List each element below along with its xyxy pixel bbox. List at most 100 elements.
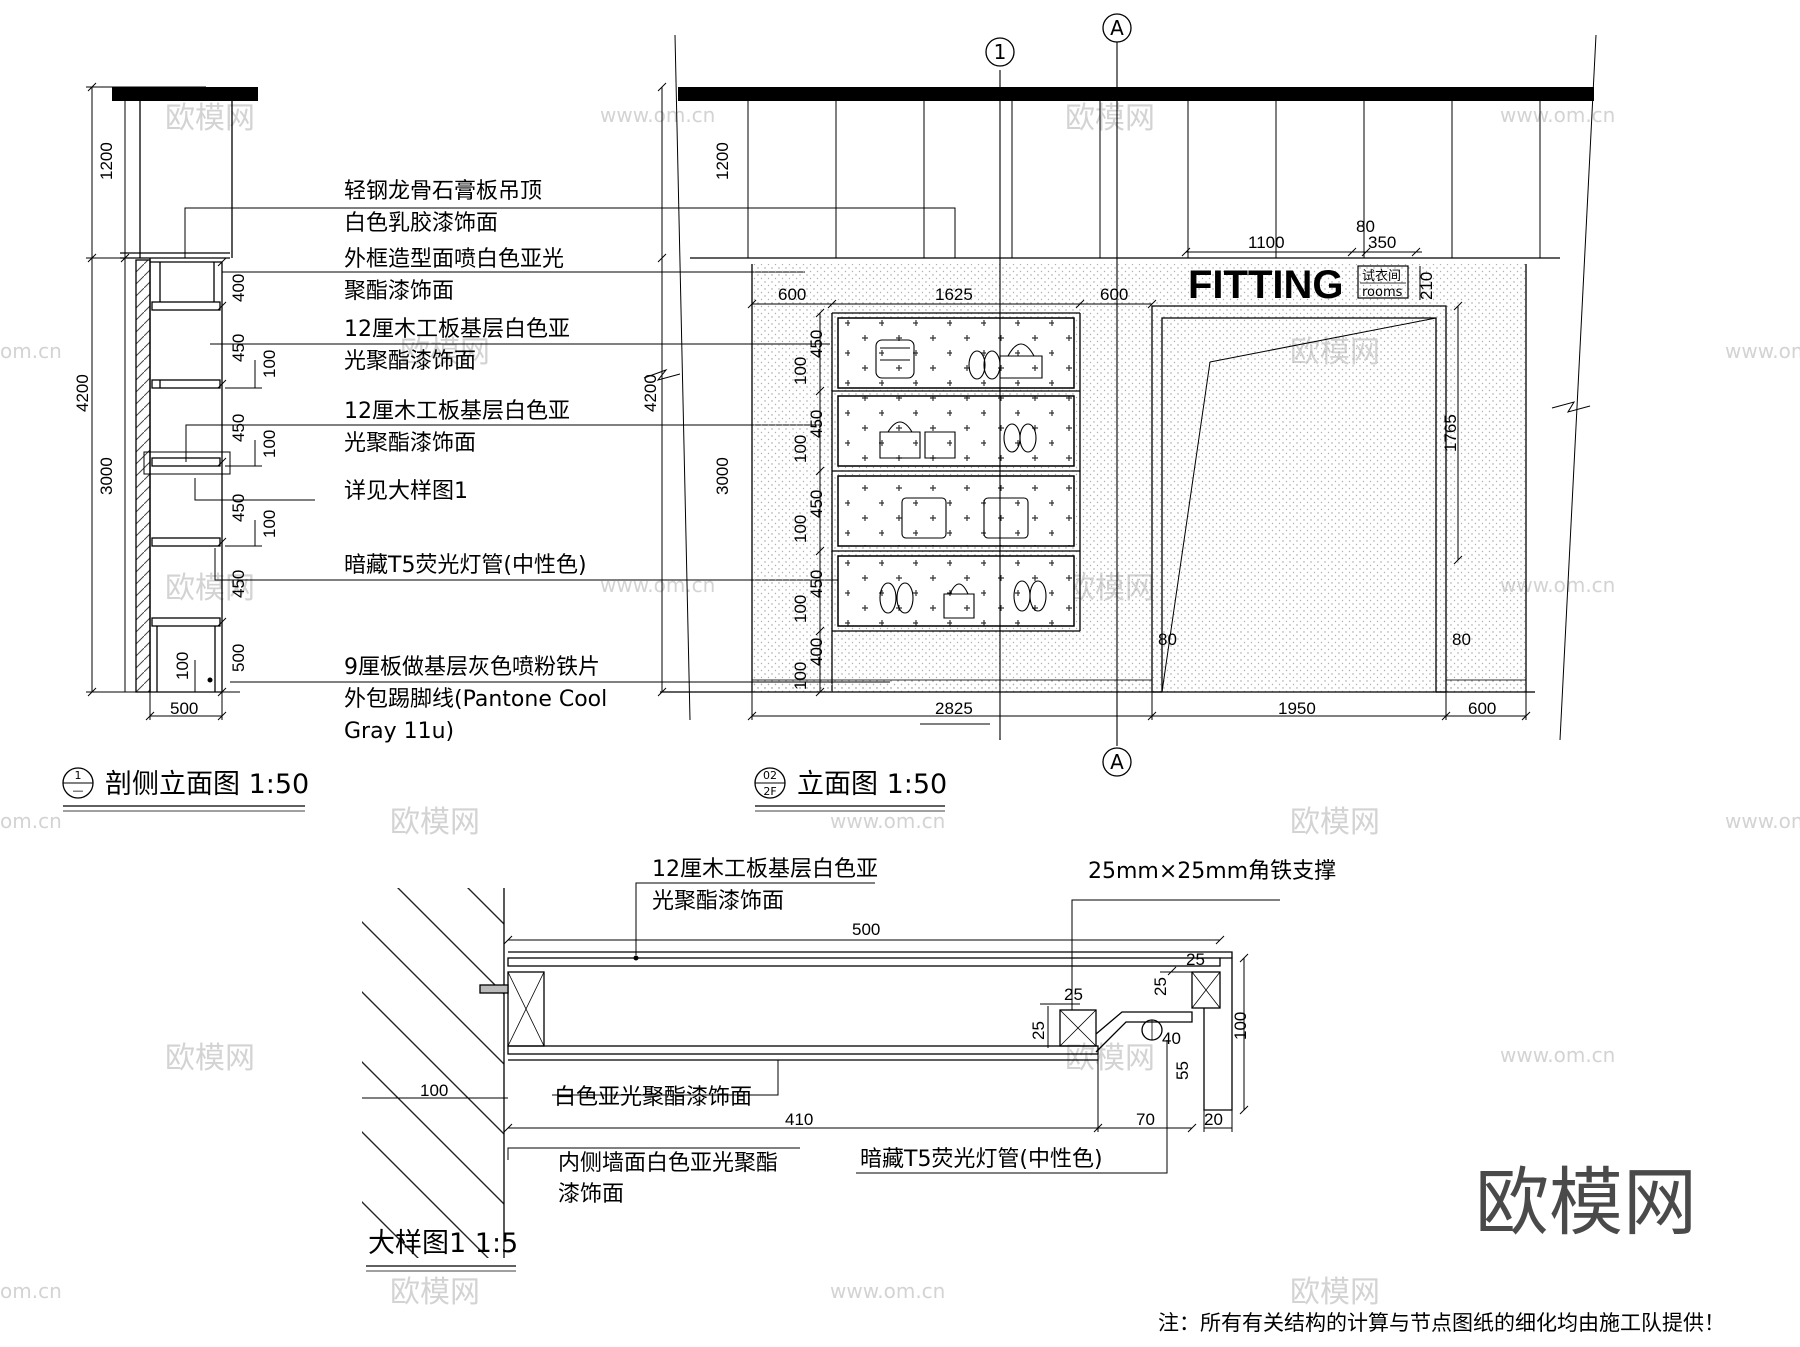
elevation-view — [643, 34, 1597, 746]
dim-text: 100 — [791, 435, 810, 463]
note-text: 12厘木工板基层白色亚 — [344, 399, 570, 424]
axis-bubble — [985, 37, 1015, 67]
note-text: 详见大样图1 — [344, 479, 468, 504]
watermark-site: om.cn — [0, 339, 62, 363]
wall-anchor — [479, 984, 509, 994]
baseboard — [751, 679, 1153, 693]
dim-text: 100 — [173, 652, 192, 680]
section-shelves — [143, 262, 231, 692]
axis-label: A — [1110, 750, 1124, 774]
view-title: 剖侧立面图 1:50 — [105, 769, 309, 800]
shoe-icon — [968, 350, 986, 380]
dim-text: 450 — [807, 330, 826, 358]
section-wall — [135, 259, 151, 693]
dim-text: 100 — [260, 350, 279, 378]
detail-wall — [362, 888, 504, 1258]
note-text: 白色乳胶漆饰面 — [344, 211, 498, 236]
dim-text: 100 — [791, 357, 810, 385]
elevation-dim-door — [1453, 301, 1591, 565]
dim-text: 80 — [1158, 630, 1177, 649]
watermark-brand: 欧模网 — [165, 571, 255, 606]
dim-text: 4200 — [73, 374, 92, 412]
dim-text: 500 — [229, 644, 248, 672]
dim-text: 70 — [1136, 1110, 1155, 1129]
section-title-block: 1 — 剖侧立面图 1:50 — [62, 767, 309, 812]
dim-text: 450 — [229, 334, 248, 362]
section-leaders — [184, 207, 956, 683]
dim-text: 3000 — [97, 457, 116, 495]
watermark-brand: 欧模网 — [390, 1275, 480, 1310]
watermark-brand: 欧模网 — [1065, 1041, 1155, 1076]
section-dims-right — [194, 257, 262, 697]
dim-text: 450 — [807, 490, 826, 518]
watermark-brand: 欧模网 — [1290, 805, 1380, 840]
badge-bottom: 2F — [763, 785, 776, 798]
detail-view — [362, 882, 1280, 1258]
detail-texts: 12厘木工板基层白色亚 光聚酯漆饰面 25mm×25mm角铁支撑 白色亚光聚酯漆… — [366, 857, 1336, 1272]
note-text: 25mm×25mm角铁支撑 — [1088, 859, 1336, 884]
elevation-dims-top — [747, 247, 1422, 309]
merchandise — [875, 339, 1047, 619]
axis-label: A — [1110, 16, 1124, 40]
dim-text: 450 — [807, 570, 826, 598]
shoe-icon — [879, 582, 897, 614]
handbag-icon — [924, 431, 956, 459]
view-title: 立面图 1:50 — [797, 769, 947, 800]
note-text: 光聚酯漆饰面 — [652, 889, 784, 914]
detail-dims — [362, 935, 1249, 1133]
watermark-site: www.om.cn — [1500, 1043, 1615, 1067]
dim-text: 100 — [1231, 1012, 1250, 1040]
dim-text: 100 — [791, 595, 810, 623]
watermark-brand: 欧模网 — [390, 805, 480, 840]
footnote: 注：所有有关结构的计算与节点图纸的细化均由施工队提供！ — [1158, 1311, 1725, 1335]
dim-text: 3000 — [713, 457, 732, 495]
watermark-site: www.om.cn — [1500, 103, 1615, 127]
note-text: 9厘板做基层灰色喷粉铁片 — [344, 655, 600, 680]
watermark-logo: 欧模网 — [1475, 1160, 1697, 1246]
folded-jeans-icon — [983, 497, 1029, 539]
elevation-dims-shelves — [815, 308, 825, 697]
dim-text: 100 — [260, 510, 279, 538]
note-text: 暗藏T5荧光灯管(中性色) — [344, 553, 587, 578]
note-text: 12厘木工板基层白色亚 — [344, 317, 570, 342]
watermark-site: om.cn — [0, 1279, 62, 1303]
dim-text: 100 — [791, 515, 810, 543]
note-text: 外框造型面喷白色亚光 — [344, 247, 564, 272]
note-text: 漆饰面 — [558, 1182, 624, 1207]
elevation-title-block: 02 2F 立面图 1:50 — [754, 767, 947, 812]
ceiling-slab — [112, 87, 258, 101]
watermark-site: www.om.cn — [600, 103, 715, 127]
dim-text: 210 — [1417, 272, 1436, 300]
elevation-dims-bottom — [747, 692, 1531, 725]
badge-bottom: — — [73, 784, 84, 797]
folded-shirt-icon — [875, 339, 915, 379]
dim-text: 600 — [778, 285, 806, 304]
dim-text: 600 — [1468, 699, 1496, 718]
dim-text: 40 — [1162, 1029, 1181, 1048]
watermark-site: www.om.cn — [830, 1279, 945, 1303]
shoe-icon — [1029, 580, 1047, 612]
dim-text: 500 — [170, 699, 198, 718]
fitting-sign-cn: 试衣间 — [1362, 268, 1401, 284]
note-text: 光聚酯漆饰面 — [344, 431, 476, 456]
elevation-texts: A A 1 FITTING 试衣间 rooms 600 1625 600 110… — [641, 13, 1496, 777]
dim-text: 600 — [1100, 285, 1128, 304]
axis-lines — [999, 40, 1118, 746]
dim-text: 80 — [1452, 630, 1471, 649]
watermark-site: www.om.cn — [1725, 339, 1800, 363]
watermark-site: www.om.cn — [600, 573, 715, 597]
note-text: 光聚酯漆饰面 — [344, 349, 476, 374]
note-text: Gray 11u) — [344, 719, 454, 744]
dim-text: 450 — [229, 414, 248, 442]
dim-text: 100 — [791, 662, 810, 690]
section-view — [86, 82, 956, 721]
dim-text: 80 — [1356, 217, 1375, 236]
section-dim-bottom — [145, 692, 227, 721]
note-text: 内侧墙面白色亚光聚酯 — [558, 1151, 778, 1176]
dim-text: 450 — [807, 410, 826, 438]
note-text: 聚酯漆饰面 — [344, 279, 454, 304]
dim-text: 100 — [260, 430, 279, 458]
axis-label: 1 — [994, 40, 1007, 64]
dim-text: 55 — [1173, 1061, 1192, 1080]
baseboard — [1445, 679, 1527, 693]
